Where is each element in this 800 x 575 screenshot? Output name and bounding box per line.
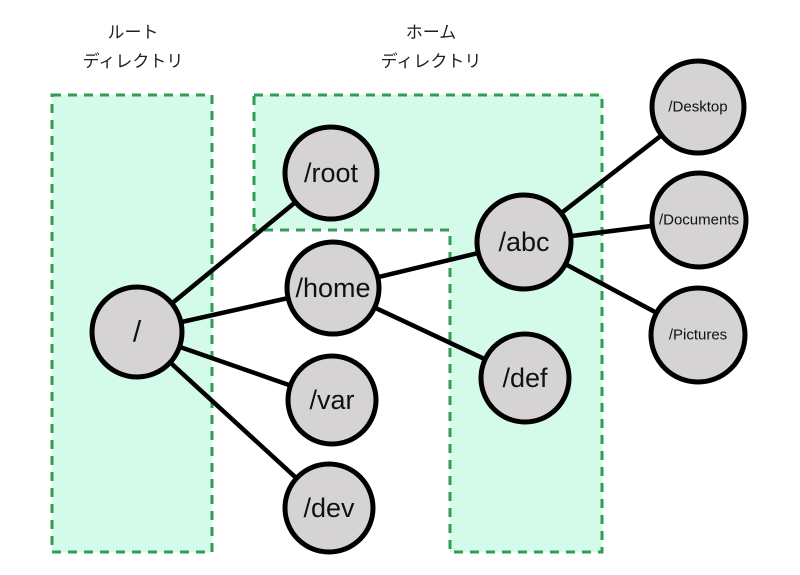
node-root: / — [89, 284, 185, 380]
node-documents: /Documents — [649, 170, 749, 270]
node-abc-label: /abc — [498, 227, 549, 257]
node-home-label: /home — [295, 273, 370, 303]
node-desktop-label: /Desktop — [668, 99, 727, 116]
node-abc: /abc — [474, 192, 574, 292]
node-dev: /dev — [282, 461, 376, 555]
node-documents-label: /Documents — [659, 212, 739, 229]
node-root-dir-label: /root — [304, 158, 359, 188]
node-root-circle — [89, 284, 185, 380]
node-abc-circle — [474, 192, 574, 292]
node-home-circle — [284, 239, 382, 337]
node-pictures-circle — [648, 285, 748, 385]
node-root-dir-circle — [282, 124, 380, 222]
node-root-dir: /root — [282, 124, 380, 222]
node-desktop-circle — [649, 58, 747, 156]
node-def-circle — [478, 331, 572, 425]
node-root-label: / — [133, 316, 142, 349]
node-dev-label: /dev — [303, 493, 355, 523]
node-var-circle — [285, 353, 379, 447]
node-var-label: /var — [309, 385, 354, 415]
node-def-label: /def — [502, 363, 548, 393]
home-directory-caption-line2: ディレクトリ — [380, 52, 482, 71]
root-directory-caption: ルート ディレクトリ — [83, 18, 184, 76]
node-var: /var — [285, 353, 379, 447]
node-documents-circle — [649, 170, 749, 270]
home-directory-caption: ホーム ディレクトリ — [381, 18, 482, 76]
node-desktop: /Desktop — [649, 58, 747, 156]
node-home: /home — [284, 239, 382, 337]
node-def: /def — [478, 331, 572, 425]
root-directory-caption-line2: ディレクトリ — [82, 52, 184, 71]
node-pictures-label: /Pictures — [669, 327, 727, 344]
root-directory-caption-line1: ルート — [107, 23, 159, 42]
node-dev-circle — [282, 461, 376, 555]
node-pictures: /Pictures — [648, 285, 748, 385]
home-directory-caption-line1: ホーム — [405, 23, 457, 42]
